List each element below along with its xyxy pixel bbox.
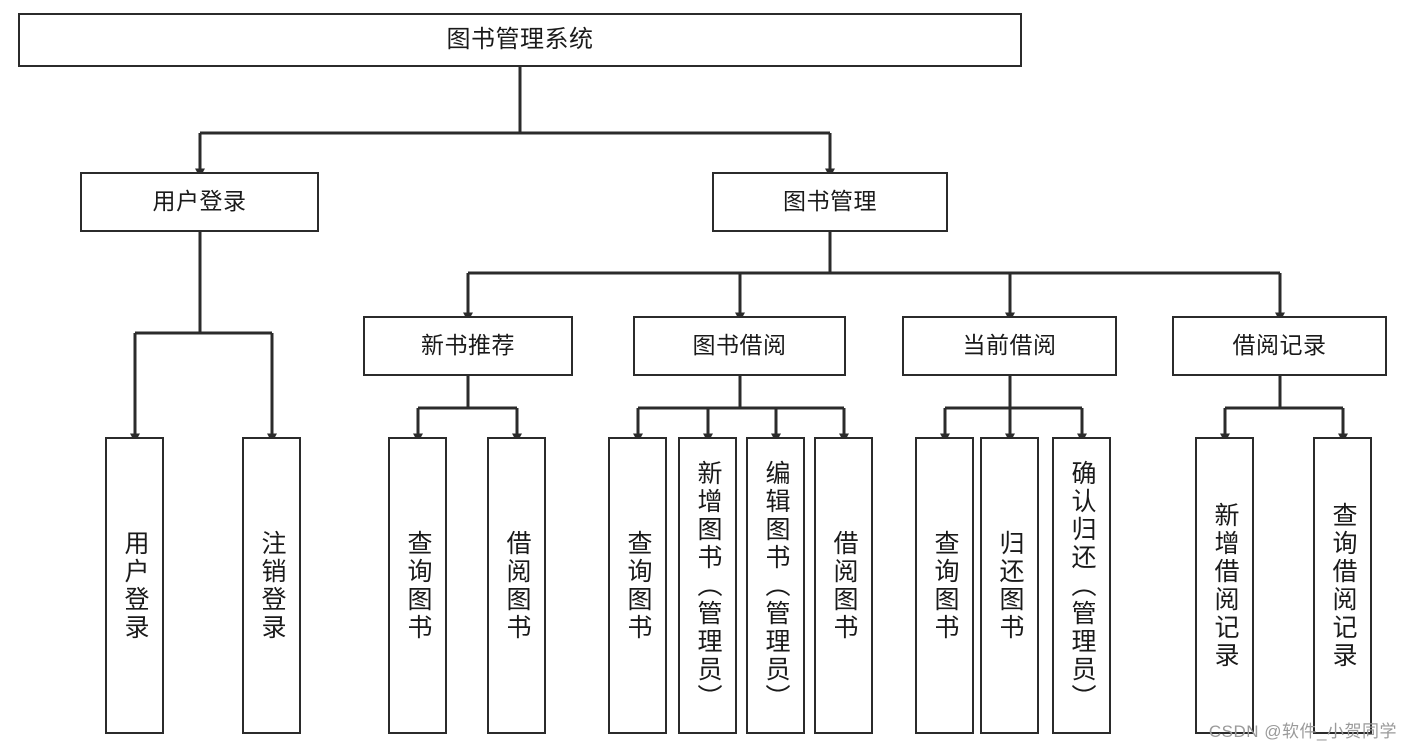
node-leaf-confirm-return[interactable]: 确认归还（管理员） <box>1052 437 1111 734</box>
node-label: 借阅图书 <box>830 529 858 642</box>
node-leaf-query-book-3[interactable]: 查询图书 <box>915 437 974 734</box>
node-label: 用户登录 <box>121 529 149 642</box>
node-leaf-user-logout[interactable]: 注销登录 <box>242 437 301 734</box>
node-root[interactable]: 图书管理系统 <box>18 13 1022 67</box>
node-label: 用户登录 <box>152 188 247 215</box>
node-label: 新书推荐 <box>421 332 515 359</box>
node-new-book-rec[interactable]: 新书推荐 <box>363 316 573 376</box>
node-book-manage[interactable]: 图书管理 <box>712 172 948 232</box>
node-label: 新增图书（管理员） <box>694 459 722 712</box>
node-label: 查询图书 <box>931 529 959 642</box>
node-current-borrow[interactable]: 当前借阅 <box>902 316 1117 376</box>
node-leaf-add-record[interactable]: 新增借阅记录 <box>1195 437 1254 734</box>
node-label: 新增借阅记录 <box>1211 501 1239 670</box>
node-label: 借阅图书 <box>503 529 531 642</box>
node-label: 查询借阅记录 <box>1329 501 1357 670</box>
node-leaf-query-book-2[interactable]: 查询图书 <box>608 437 667 734</box>
node-leaf-borrow-book-2[interactable]: 借阅图书 <box>814 437 873 734</box>
node-leaf-edit-book[interactable]: 编辑图书（管理员） <box>746 437 805 734</box>
node-label: 图书管理系统 <box>446 25 594 53</box>
node-book-borrow[interactable]: 图书借阅 <box>633 316 846 376</box>
node-label: 图书管理 <box>783 188 877 215</box>
node-label: 确认归还（管理员） <box>1068 459 1096 712</box>
watermark-text: CSDN @软件_小贺同学 <box>1208 722 1397 741</box>
node-leaf-query-book-1[interactable]: 查询图书 <box>388 437 447 734</box>
node-label: 注销登录 <box>258 529 286 642</box>
node-label: 当前借阅 <box>962 332 1057 359</box>
node-leaf-user-login[interactable]: 用户登录 <box>105 437 164 734</box>
node-user-login[interactable]: 用户登录 <box>80 172 319 232</box>
node-leaf-return-book[interactable]: 归还图书 <box>980 437 1039 734</box>
node-label: 查询图书 <box>624 529 652 642</box>
node-label: 查询图书 <box>404 529 432 642</box>
node-leaf-add-book[interactable]: 新增图书（管理员） <box>678 437 737 734</box>
node-borrow-record[interactable]: 借阅记录 <box>1172 316 1387 376</box>
node-label: 编辑图书（管理员） <box>762 459 790 712</box>
node-label: 图书借阅 <box>692 332 787 359</box>
node-label: 归还图书 <box>996 529 1024 642</box>
node-leaf-borrow-book-1[interactable]: 借阅图书 <box>487 437 546 734</box>
node-leaf-query-record[interactable]: 查询借阅记录 <box>1313 437 1372 734</box>
node-label: 借阅记录 <box>1232 332 1327 359</box>
